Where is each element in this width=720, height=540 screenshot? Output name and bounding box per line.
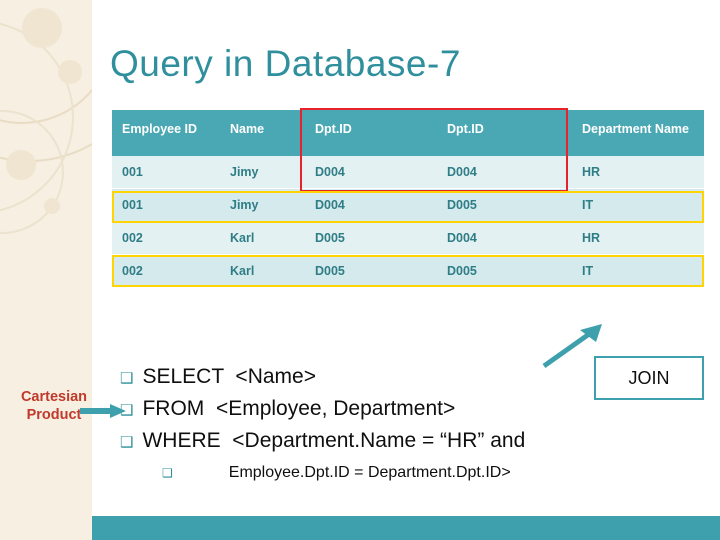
decorative-left-band xyxy=(0,0,92,540)
cell-employee-id: 002 xyxy=(112,221,220,255)
cell-dpt-id-department: D005 xyxy=(437,188,572,222)
footer-bar xyxy=(0,516,720,540)
column-header-dpt-id-department: Dpt.ID xyxy=(437,110,572,156)
table-row: 001 Jimy D004 D004 HR xyxy=(112,156,704,189)
query-line-condition: ❑ Employee.Dpt.ID = Department.Dpt.ID> xyxy=(120,458,680,488)
decorative-dot-icon xyxy=(6,150,36,180)
bullet-icon: ❑ xyxy=(162,466,173,480)
cell-dpt-id-employee: D005 xyxy=(305,221,437,255)
arrow-right-icon xyxy=(80,404,126,418)
table-row: 001 Jimy D004 D005 IT xyxy=(112,188,704,222)
decorative-dot-icon xyxy=(58,60,82,84)
cell-name: Karl xyxy=(220,221,305,255)
query-line-select-text: SELECT <Name> xyxy=(142,365,316,388)
query-line-from: ❑ FROM <Employee, Department> xyxy=(120,394,680,426)
cell-employee-id: 001 xyxy=(112,188,220,222)
column-header-name: Name xyxy=(220,110,305,156)
cell-dpt-id-department: D004 xyxy=(437,156,572,189)
column-header-department-name: Department Name xyxy=(572,110,704,156)
column-header-employee-id: Employee ID xyxy=(112,110,220,156)
table-header-row: Employee ID Name Dpt.ID Dpt.ID Departmen… xyxy=(112,110,704,156)
arrow-diagonal-icon xyxy=(542,324,602,369)
bullet-icon: ❑ xyxy=(120,370,134,387)
cell-dpt-id-employee: D005 xyxy=(305,254,437,288)
cell-department-name: HR xyxy=(572,221,704,255)
query-line-where: ❑ WHERE <Department.Name = “HR” and xyxy=(120,426,680,458)
cell-department-name: IT xyxy=(572,254,704,288)
query-line-select: ❑ SELECT <Name> xyxy=(120,362,680,394)
cell-department-name: IT xyxy=(572,188,704,222)
cell-dpt-id-department: D005 xyxy=(437,254,572,288)
table-row: 002 Karl D005 D004 HR xyxy=(112,221,704,255)
cell-dpt-id-employee: D004 xyxy=(305,188,437,222)
column-header-dpt-id-employee: Dpt.ID xyxy=(305,110,437,156)
cell-employee-id: 001 xyxy=(112,156,220,189)
query-line-from-text: FROM <Employee, Department> xyxy=(142,397,456,420)
decorative-dot-icon xyxy=(22,8,62,48)
page-title: Query in Database-7 xyxy=(110,43,461,84)
result-table-container: Employee ID Name Dpt.ID Dpt.ID Departmen… xyxy=(112,110,704,288)
annotation-join-box: JOIN xyxy=(594,356,704,400)
cell-employee-id: 002 xyxy=(112,254,220,288)
cell-name: Karl xyxy=(220,254,305,288)
decorative-dot-icon xyxy=(44,198,60,214)
footer-bar-left-segment xyxy=(0,516,92,540)
cell-dpt-id-employee: D004 xyxy=(305,156,437,189)
query-line-condition-text: Employee.Dpt.ID = Department.Dpt.ID> xyxy=(228,464,511,481)
annotation-join-label: JOIN xyxy=(628,367,670,388)
annotation-cartesian-product: Cartesian Product xyxy=(20,389,88,423)
table-row: 002 Karl D005 D005 IT xyxy=(112,254,704,288)
cell-department-name: HR xyxy=(572,156,704,189)
result-table: Employee ID Name Dpt.ID Dpt.ID Departmen… xyxy=(112,110,704,288)
bullet-icon: ❑ xyxy=(120,434,134,451)
cell-name: Jimy xyxy=(220,156,305,189)
query-text-block: ❑ SELECT <Name> ❑ FROM <Employee, Depart… xyxy=(120,362,680,488)
query-line-where-text: WHERE <Department.Name = “HR” and xyxy=(142,429,526,452)
bullet-icon: ❑ xyxy=(120,402,134,419)
cell-dpt-id-department: D004 xyxy=(437,221,572,255)
cell-name: Jimy xyxy=(220,188,305,222)
